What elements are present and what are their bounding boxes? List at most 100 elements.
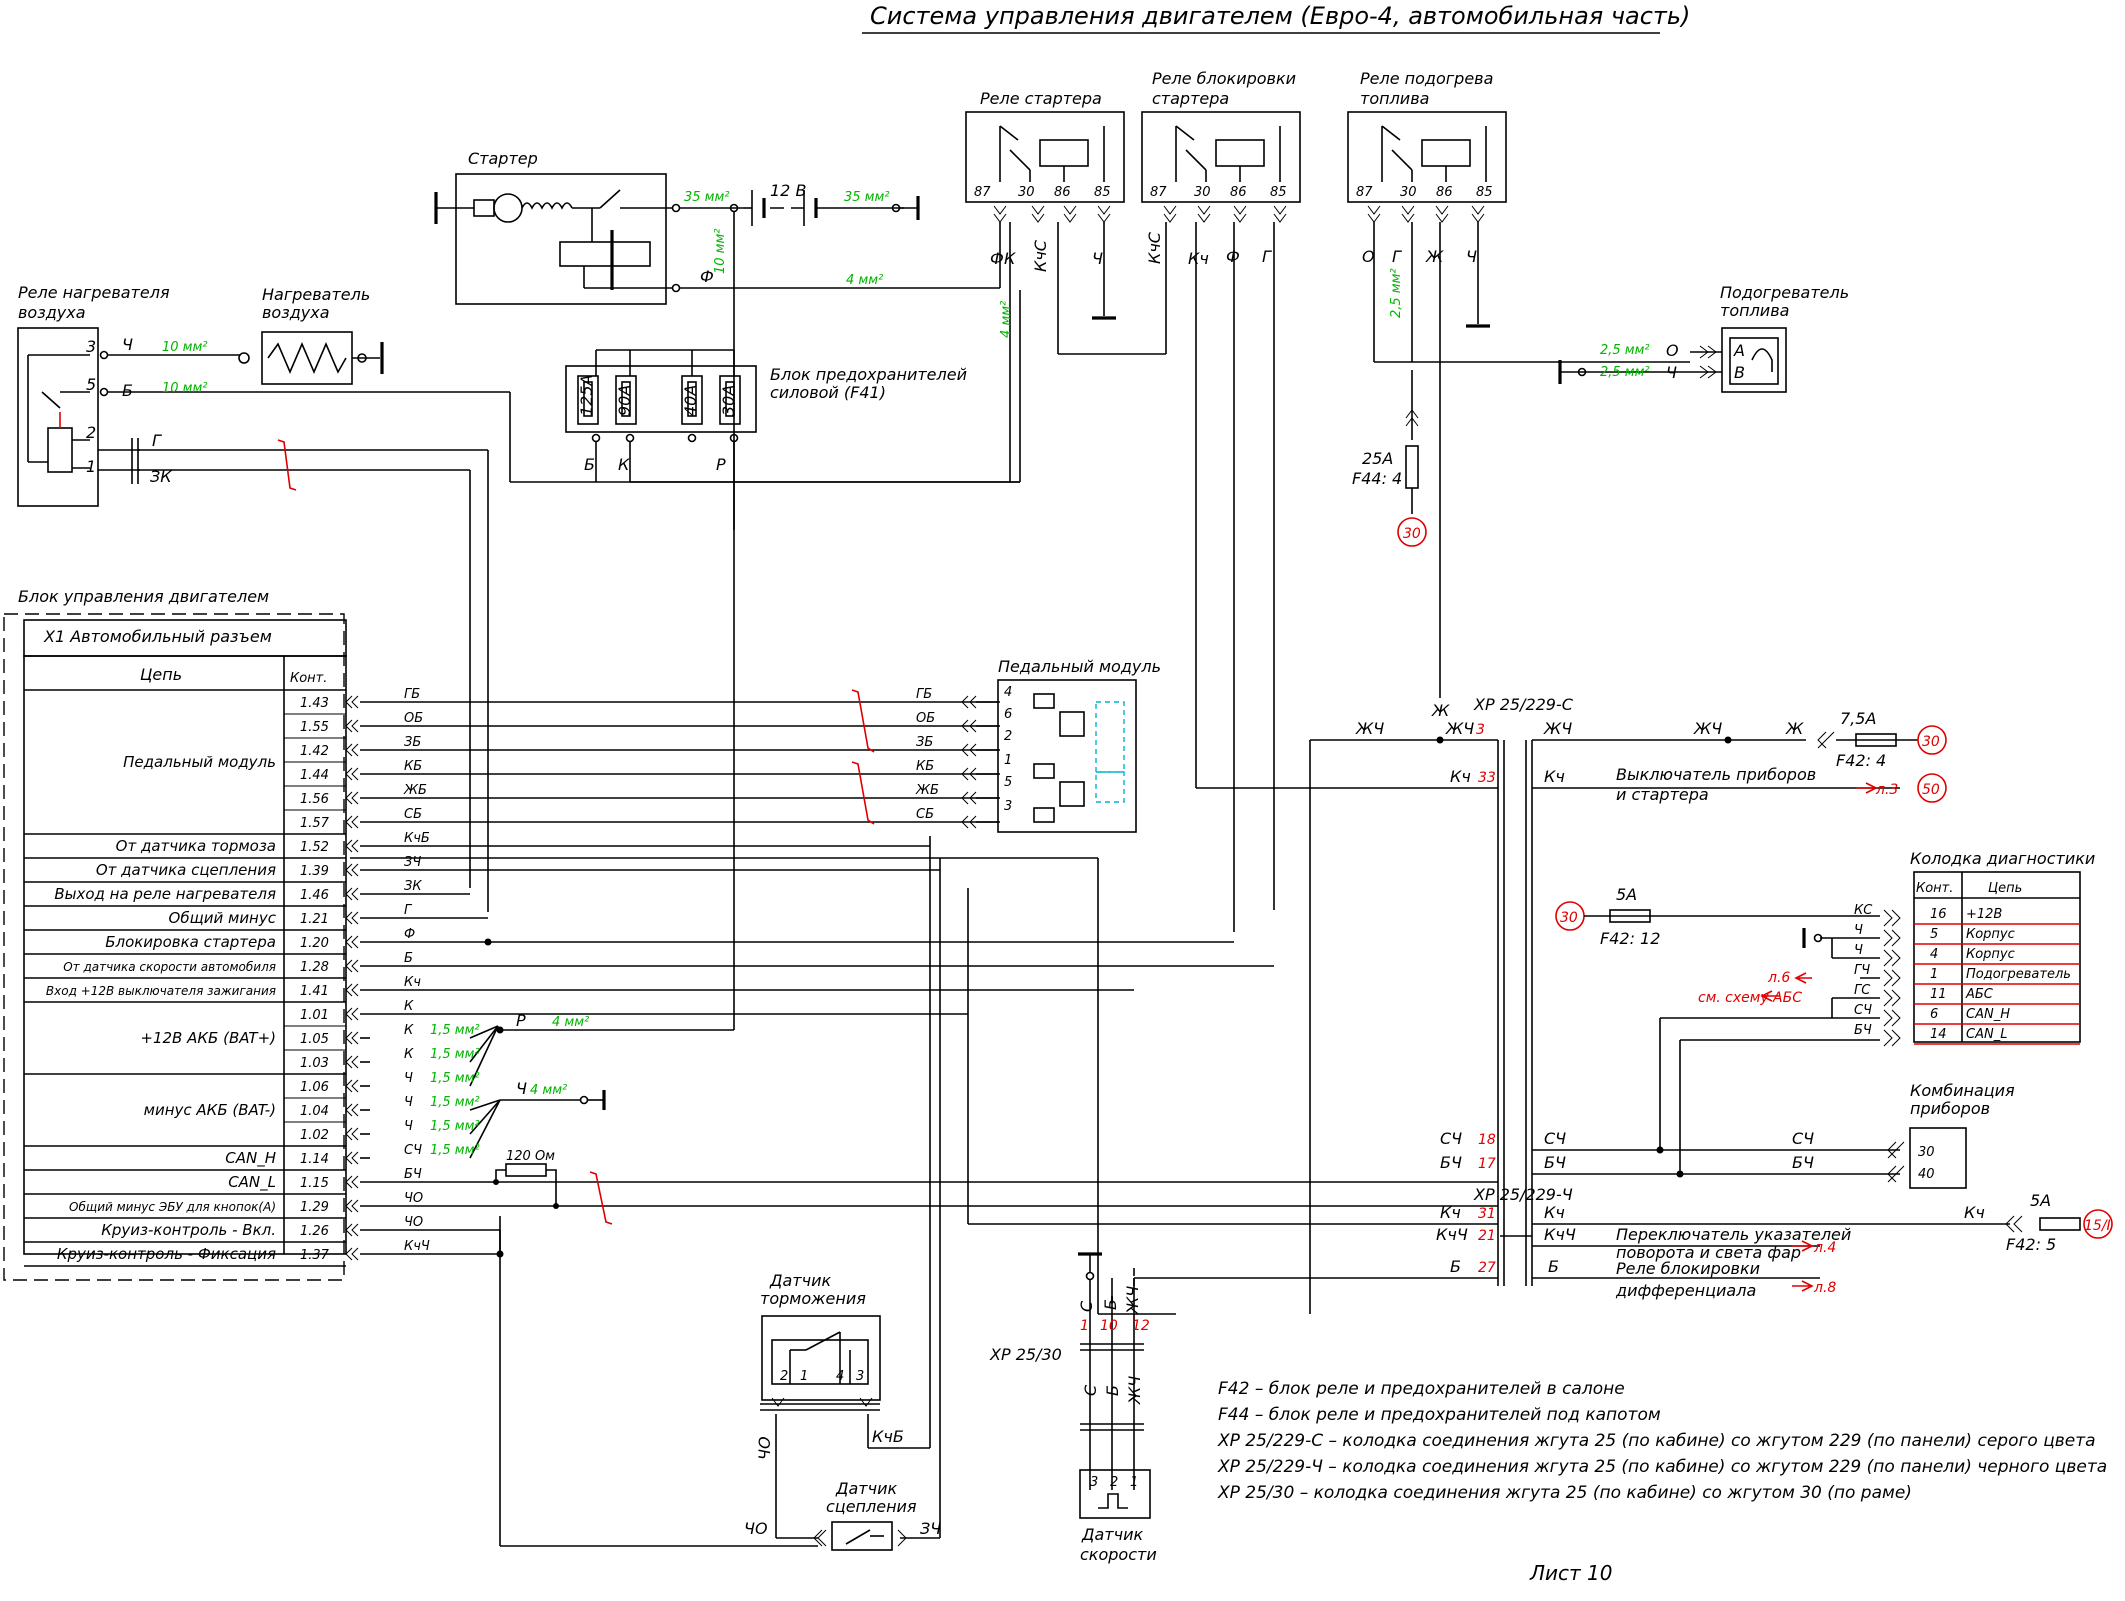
svg-text:1,5 мм²: 1,5 мм²: [430, 1143, 480, 1158]
cluster-title: Комбинация: [1910, 1081, 2015, 1100]
svg-text:3: 3: [86, 337, 96, 356]
svg-text:ЧО: ЧО: [744, 1519, 768, 1538]
svg-text:Б: Б: [122, 381, 133, 400]
svg-text:30: 30: [1560, 910, 1578, 926]
ecu-pin: 1.37: [300, 1248, 330, 1263]
svg-text:и стартера: и стартера: [1616, 785, 1709, 804]
svg-text:2: 2: [1110, 1475, 1118, 1490]
svg-text:ЖЧ: ЖЧ: [1123, 1286, 1142, 1315]
svg-text:21: 21: [1478, 1228, 1496, 1244]
svg-text:Подогреватель: Подогреватель: [1720, 283, 1849, 302]
svg-text:Кч: Кч: [1544, 1203, 1565, 1222]
svg-text:F42: 4: F42: 4: [1836, 751, 1886, 770]
svg-text:2,5 мм²: 2,5 мм²: [1600, 365, 1650, 380]
diag-wire-label: КС: [1854, 903, 1873, 918]
svg-text:Кч: Кч: [1964, 1203, 1985, 1222]
svg-text:F42: 5: F42: 5: [2006, 1235, 2056, 1254]
svg-text:30: 30: [1194, 185, 1211, 200]
svg-text:Датчик: Датчик: [1081, 1525, 1143, 1544]
svg-text:Р: Р: [716, 455, 726, 474]
fuse-block-title: Блок предохранителей: [770, 365, 967, 384]
ecu-pin: 1.42: [300, 744, 329, 759]
ecu-pin: 1.56: [300, 792, 329, 807]
ecu-circuit-name: +12В АКБ (BAT+): [140, 1029, 276, 1047]
svg-text:Кч: Кч: [1440, 1203, 1461, 1222]
svg-text:F42: 12: F42: 12: [1600, 929, 1660, 948]
svg-text:15/I: 15/I: [2084, 1218, 2111, 1234]
ecu-circuit-name: Вход +12В выключателя зажигания: [46, 984, 276, 998]
diag-circuit: Корпус: [1966, 927, 2015, 942]
svg-text:Г: Г: [152, 431, 162, 450]
svg-text:Г: Г: [1392, 247, 1402, 266]
svg-text:2,5 мм²: 2,5 мм²: [1600, 343, 1650, 358]
svg-text:10: 10: [1100, 1318, 1118, 1334]
svg-text:1,5 мм²: 1,5 мм²: [430, 1119, 480, 1134]
svg-text:топлива: топлива: [1360, 89, 1429, 108]
diag-wire-label: СЧ: [1854, 1003, 1872, 1018]
pedal-wire-label: СБ: [916, 807, 934, 822]
svg-text:XP 25/229-С – колодка соединен: XP 25/229-С – колодка соединения жгута 2…: [1217, 1431, 2096, 1451]
ecu-wire-label: Кч: [404, 975, 421, 990]
ecu-circuit-name: Круиз-контроль - Фиксация: [57, 1245, 276, 1263]
ecu-pin: 1.41: [300, 984, 329, 999]
svg-text:4: 4: [1004, 685, 1012, 700]
diag-pin: 4: [1930, 947, 1938, 962]
ecu-wire-label: ГБ: [404, 687, 420, 702]
pedal-wire-label: ЗБ: [916, 735, 933, 750]
svg-text:87: 87: [1356, 185, 1373, 200]
diag-wire-label: Ч: [1854, 943, 1863, 958]
svg-text:XP 25/229-Ч: XP 25/229-Ч: [1473, 1185, 1573, 1204]
ecu-wire-label: КчБ: [404, 831, 430, 846]
svg-text:25А: 25А: [1362, 449, 1393, 468]
ecu-circuit-name: Общий минус ЭБУ для кнопок(А): [69, 1200, 276, 1214]
svg-text:1,5 мм²: 1,5 мм²: [430, 1095, 480, 1110]
ecu-wire-label: Ф: [404, 927, 415, 942]
svg-text:КчС: КчС: [1031, 239, 1050, 272]
svg-text:ЖЧ: ЖЧ: [1355, 719, 1384, 738]
svg-text:КчС: КчС: [1145, 231, 1164, 264]
svg-text:ЗК: ЗК: [150, 467, 172, 486]
svg-text:Ч: Ч: [1092, 249, 1103, 268]
svg-text:40: 40: [1918, 1167, 1935, 1182]
svg-text:л.8: л.8: [1813, 1280, 1836, 1296]
svg-text:30: 30: [1400, 185, 1417, 200]
diag-circuit: CAN_H: [1966, 1007, 2010, 1022]
resistor-label: 120 Ом: [506, 1149, 555, 1164]
diag-wire-label: БЧ: [1854, 1023, 1872, 1038]
svg-text:4 мм²: 4 мм²: [999, 301, 1014, 338]
svg-text:Конт.: Конт.: [290, 671, 327, 686]
svg-text:125А: 125А: [577, 375, 596, 416]
diag-circuit: Подогреватель: [1966, 967, 2071, 982]
ecu-wire-label: К: [404, 1047, 414, 1062]
ecu-wire-label: К: [404, 1023, 414, 1038]
ecu-circuit-name: Педальный модуль: [123, 753, 276, 771]
svg-text:2,5 мм²: 2,5 мм²: [1389, 268, 1404, 318]
svg-text:4 мм²: 4 мм²: [552, 1015, 589, 1030]
svg-text:В: В: [1734, 363, 1745, 382]
svg-text:торможения: торможения: [760, 1289, 866, 1308]
svg-text:2: 2: [1004, 729, 1012, 744]
diag-pin: 16: [1930, 907, 1947, 922]
ecu-pin: 1.43: [300, 696, 329, 711]
svg-text:Реле подогрева: Реле подогрева: [1360, 69, 1493, 88]
ecu-wire-label: Ч: [404, 1071, 413, 1086]
ecu-wire-label: Б: [404, 951, 413, 966]
fuse-f41-4: 30А: [719, 375, 741, 425]
svg-text:КчЧ: КчЧ: [1436, 1225, 1468, 1244]
svg-text:Реле блокировки: Реле блокировки: [1616, 1259, 1760, 1278]
svg-text:Ч: Ч: [122, 335, 133, 354]
svg-text:л.6: л.6: [1767, 970, 1790, 986]
ecu-pin: 1.26: [300, 1224, 329, 1239]
svg-text:XP 25/30 – колодка соединения: XP 25/30 – колодка соединения жгута 25 (…: [1217, 1483, 1912, 1503]
ecu-wire-label: ЗБ: [404, 735, 421, 750]
ecu-pin: 1.14: [300, 1152, 329, 1167]
diag-title: Колодка диагностики: [1910, 849, 2095, 868]
pedal-wire-label: ЖБ: [915, 783, 939, 798]
ecu-wire-label: ЖБ: [403, 783, 427, 798]
svg-text:воздуха: воздуха: [18, 303, 86, 322]
